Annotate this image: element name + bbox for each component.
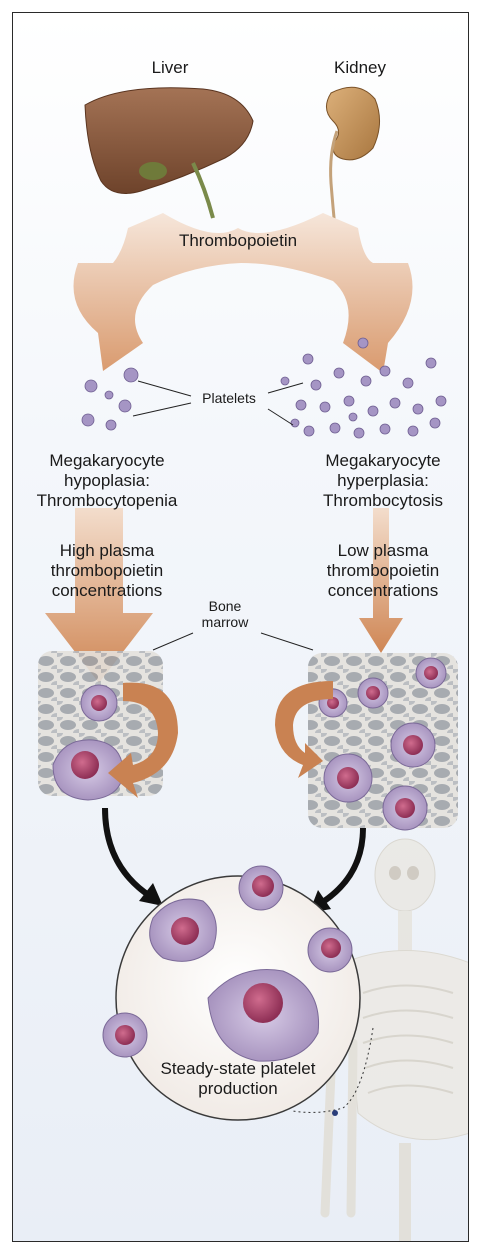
left-black-arrowhead (139, 883, 163, 906)
left-concentration-label: High plasma thrombopoietin concentration… (50, 541, 164, 600)
left-feedback-arrow (108, 682, 178, 798)
platelets-left (81, 367, 139, 431)
platelets-right (280, 337, 447, 439)
platelet-leaders (132, 380, 304, 426)
right-black-arrow (316, 827, 366, 908)
right-feedback-arrow (275, 681, 333, 778)
steady-state-circle (102, 865, 361, 1121)
figure-frame: Liver Kidney Thrombopoietin Platelets Me… (12, 12, 469, 1242)
marrow-pointer (292, 1027, 374, 1113)
thrombopoietin-flow (73, 213, 413, 373)
thrombopoietin-label: Thrombopoietin (178, 231, 298, 250)
steady-state-label: Steady-state platelet production (160, 1059, 316, 1098)
right-state-label: Megakaryocyte hyperplasia: Thrombocytosi… (323, 451, 443, 510)
left-black-arrow (102, 807, 155, 901)
right-concentration-label: Low plasma thrombopoietin concentrations (326, 541, 440, 600)
right-marrow-block (308, 653, 458, 831)
left-down-arrow (45, 508, 153, 683)
illustration (38, 86, 468, 1241)
kidney-icon (326, 86, 380, 229)
right-down-arrow (359, 508, 403, 653)
platelets-label: Platelets (202, 390, 256, 406)
left-state-label: Megakaryocyte hypoplasia: Thrombocytopen… (36, 451, 178, 510)
liver-label: Liver (151, 58, 189, 77)
marrow-site-dot (332, 1110, 338, 1116)
kidney-label: Kidney (334, 58, 386, 77)
marrow-leaders (152, 632, 314, 651)
bone-marrow-label: Bone marrow (201, 598, 249, 630)
liver-icon (84, 87, 254, 219)
